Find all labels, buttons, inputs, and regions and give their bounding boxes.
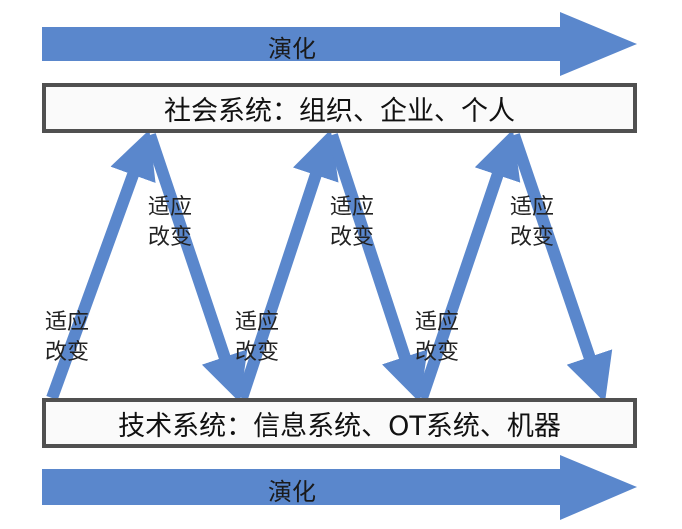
adapt-label-6: 适应改变 — [510, 195, 555, 250]
adapt-arrow-up-1 — [46, 129, 156, 401]
bottom-arrow-label: 演化 — [268, 478, 316, 506]
social-system-label: 社会系统：组织、企业、个人 — [164, 95, 515, 127]
adapt-arrow-down-2 — [326, 133, 428, 403]
adapt-arrow-down-1 — [144, 133, 248, 403]
adapt-label-4: 适应改变 — [330, 195, 375, 250]
adapt-arrow-up-3 — [416, 129, 521, 400]
adapt-label-3: 适应改变 — [235, 310, 280, 365]
adapt-label-2: 适应改变 — [148, 195, 193, 250]
social-system-box: 社会系统：组织、企业、个人 — [42, 83, 637, 133]
adapt-label-1: 适应改变 — [45, 310, 90, 365]
tech-system-label: 技术系统：信息系统、OT系统、机器 — [118, 410, 561, 442]
bottom-evolution-arrow — [42, 455, 637, 520]
adapt-arrow-down-3 — [508, 133, 613, 403]
top-evolution-arrow — [42, 12, 637, 76]
top-arrow-label: 演化 — [268, 35, 316, 63]
adapt-arrow-up-2 — [236, 129, 339, 400]
tech-system-box: 技术系统：信息系统、OT系统、机器 — [42, 398, 637, 448]
adapt-label-5: 适应改变 — [415, 310, 460, 365]
